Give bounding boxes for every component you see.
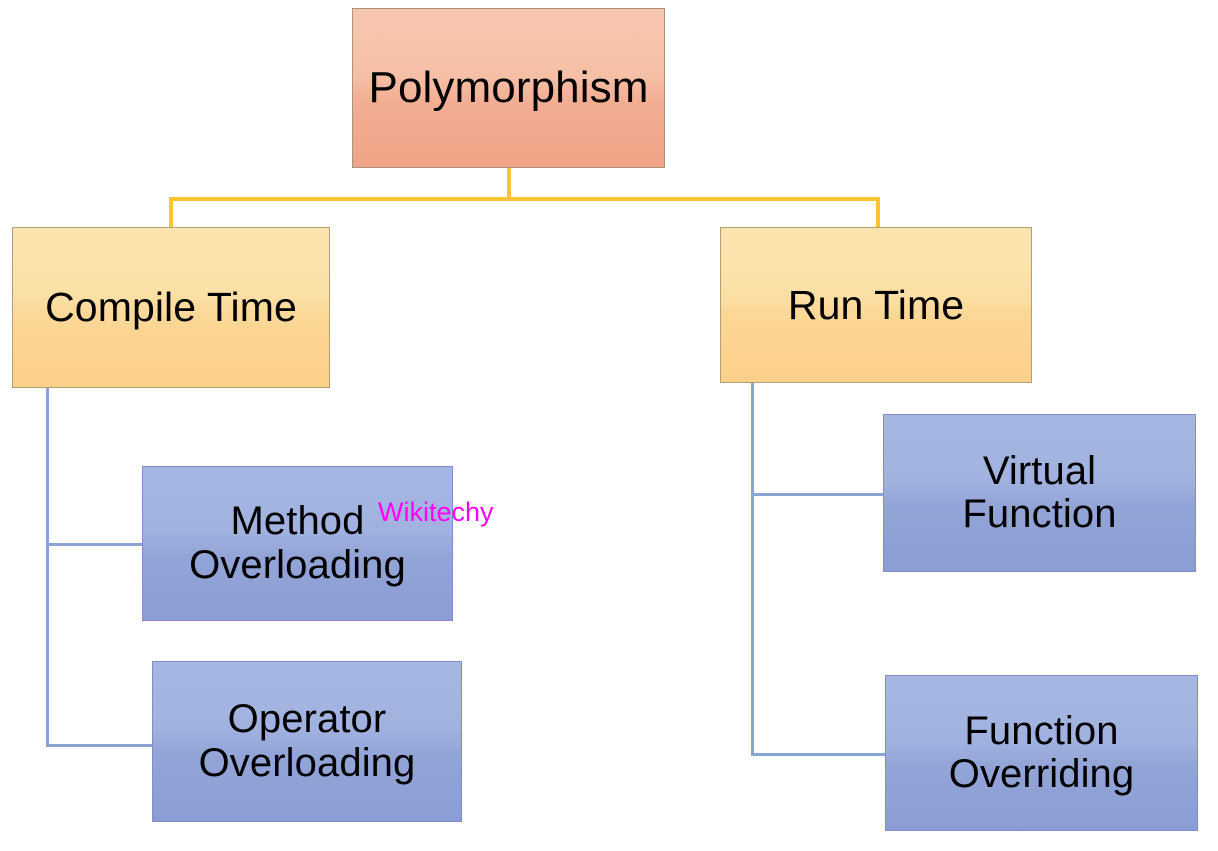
node-operator-overloading[interactable]: Operator Overloading (152, 661, 462, 822)
connector-root-stem (507, 167, 511, 201)
connector-to-run-time (876, 197, 880, 229)
wikitechy-watermark: Wikitechy (378, 497, 494, 527)
node-polymorphism-label: Polymorphism (368, 63, 649, 113)
node-operator-overloading-label: Operator Overloading (198, 697, 416, 785)
node-function-overriding[interactable]: Function Overriding (885, 675, 1198, 831)
connector-compile-time-trunk (46, 387, 49, 747)
node-virtual-function-label: Virtual Function (962, 448, 1117, 536)
connector-to-operator-overloading (46, 744, 154, 747)
node-polymorphism[interactable]: Polymorphism (352, 8, 665, 168)
connector-to-function-overriding (751, 753, 887, 756)
node-run-time-label: Run Time (787, 281, 965, 328)
connector-root-bus (169, 197, 880, 201)
connector-to-virtual-function (751, 493, 885, 496)
node-method-overloading[interactable]: Method Overloading (142, 466, 453, 621)
connector-to-compile-time (169, 197, 173, 229)
connector-run-time-trunk (751, 382, 754, 756)
connector-to-method-overloading (46, 543, 144, 546)
node-function-overriding-label: Function Overriding (948, 708, 1135, 796)
node-method-overloading-label: Method Overloading (189, 499, 406, 587)
node-compile-time-label: Compile Time (45, 284, 297, 331)
node-virtual-function[interactable]: Virtual Function (883, 414, 1196, 572)
node-compile-time[interactable]: Compile Time (12, 227, 330, 388)
node-run-time[interactable]: Run Time (720, 227, 1032, 383)
